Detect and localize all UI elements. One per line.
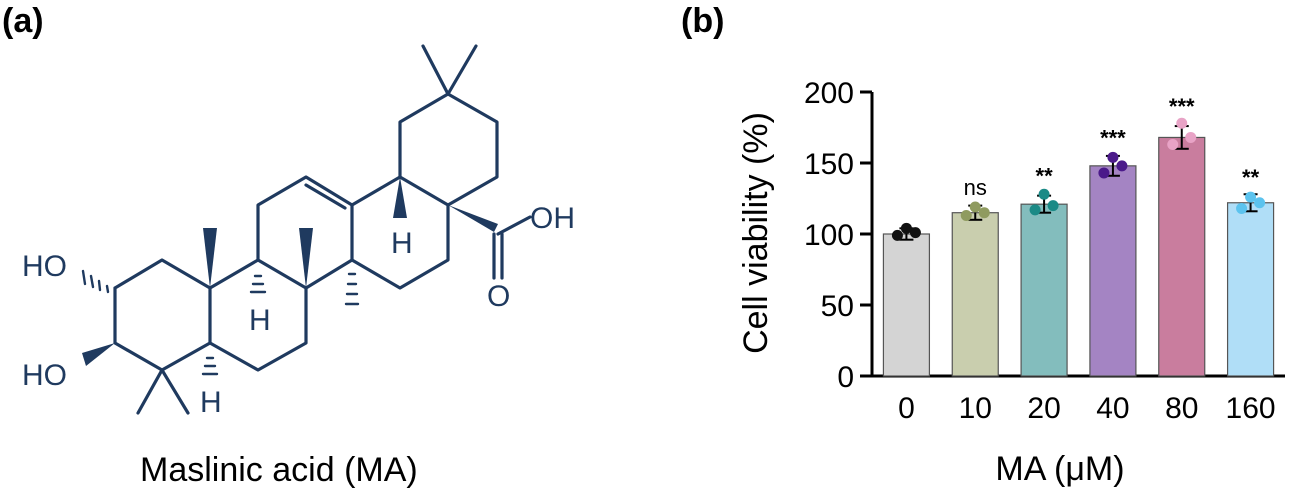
bar-160	[1226, 202, 1275, 377]
y-ticks: 0 50 100 150 200	[804, 77, 872, 394]
point-10-1	[960, 210, 972, 222]
point-20-2	[1047, 200, 1059, 212]
bar-0	[882, 233, 931, 377]
y-axis-title: Cell viability (%)	[737, 112, 775, 354]
x-ticks: 0 10 20 40 80 160	[898, 392, 1276, 425]
point-160-2	[1254, 197, 1266, 209]
significance-20: **	[1036, 164, 1054, 189]
point-80-1	[1167, 139, 1179, 151]
panel-b-label: (b)	[681, 2, 724, 40]
bar-40	[1089, 165, 1137, 377]
point-160-1	[1236, 202, 1248, 214]
point-40-2	[1116, 160, 1128, 172]
double-bond	[304, 183, 347, 210]
x-axis-title: MA (μM)	[995, 450, 1124, 488]
x-tick-label: 160	[1226, 392, 1276, 425]
x-tick-label: 40	[1096, 392, 1129, 425]
solid-wedges	[82, 177, 498, 366]
ho-top-label: HO	[22, 250, 67, 283]
point-20-1	[1029, 204, 1041, 216]
ring-a	[113, 258, 212, 372]
point-20-3	[1038, 188, 1050, 200]
methyl-bottom-right	[160, 368, 190, 415]
point-80-3	[1176, 117, 1188, 129]
wedge-carboxyl	[448, 205, 498, 232]
point-10-3	[969, 201, 981, 213]
ring-e	[398, 92, 499, 207]
ho-bottom-label: HO	[22, 359, 67, 392]
bar-20	[1020, 203, 1068, 377]
x-tick-label: 80	[1165, 392, 1198, 425]
significance-labels: ns**********	[964, 94, 1260, 200]
methyl-top-left	[421, 44, 450, 96]
y-tick-label: 100	[804, 219, 854, 252]
point-40-1	[1098, 167, 1110, 179]
y-tick-label: 0	[837, 361, 854, 394]
significance-40: ***	[1100, 125, 1126, 150]
significance-160: **	[1242, 165, 1260, 190]
point-80-2	[1185, 131, 1197, 143]
y-tick-label: 50	[821, 290, 854, 323]
point-40-3	[1107, 151, 1119, 163]
ring-c	[256, 175, 354, 290]
hashed-bond-ho	[81, 269, 110, 294]
ring-b	[208, 258, 308, 372]
hashed-bond-methyl	[344, 272, 360, 306]
significance-10: ns	[964, 175, 987, 200]
oh-label: OH	[530, 202, 575, 235]
bars	[882, 136, 1275, 377]
point-10-2	[978, 207, 990, 219]
significance-80: ***	[1169, 94, 1195, 119]
panel-a-label: (a)	[2, 2, 44, 40]
hashed-bond-h-middle	[249, 274, 267, 294]
wedge-h	[393, 177, 407, 218]
point-160-3	[1245, 191, 1257, 203]
o-label: O	[487, 280, 510, 313]
ring-d	[350, 175, 450, 290]
methyl-bottom-left	[136, 368, 164, 415]
molecule-caption: Maslinic acid (MA)	[140, 451, 418, 489]
data-points	[891, 117, 1266, 241]
bar-80	[1158, 136, 1206, 377]
h-label-2: H	[249, 304, 271, 337]
bar-10	[951, 212, 999, 377]
x-tick-label: 20	[1027, 392, 1060, 425]
x-tick-label: 0	[898, 392, 915, 425]
point-0-3	[900, 222, 912, 234]
point-0-2	[909, 227, 921, 239]
hydroxyl-bond	[496, 215, 532, 236]
h-label-1: H	[391, 227, 413, 260]
wedge-methyl-2	[299, 228, 313, 288]
hashed-bond-h-bottom	[201, 356, 219, 376]
wedge-ho	[82, 343, 115, 366]
maslinic-acid-structure	[81, 44, 532, 415]
wedge-methyl-1	[203, 228, 217, 288]
x-tick-label: 10	[959, 392, 992, 425]
y-tick-label: 150	[804, 148, 854, 181]
y-tick-label: 200	[804, 77, 854, 110]
methyl-top-right	[446, 44, 478, 96]
h-label-3: H	[200, 386, 222, 419]
point-0-1	[891, 229, 903, 241]
